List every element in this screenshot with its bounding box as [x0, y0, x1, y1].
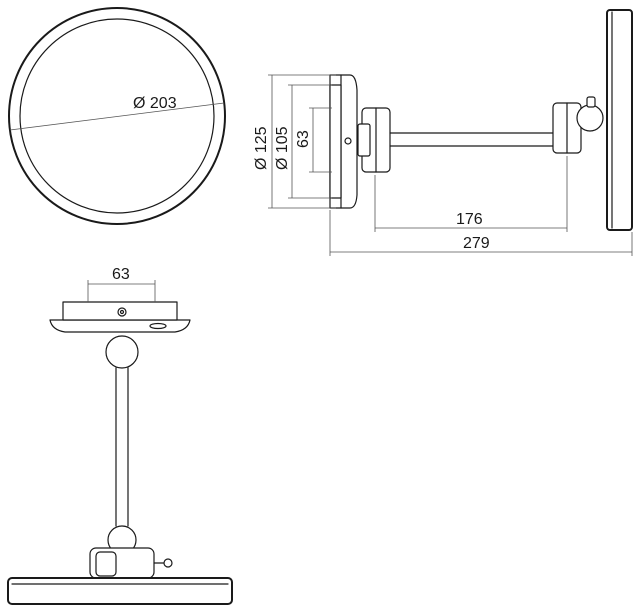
- front-view-mirror: Ø 203: [8, 7, 226, 225]
- dim-105-label: Ø 105: [274, 126, 291, 170]
- bottom-joint-pin-head: [163, 558, 173, 568]
- top-view: 63: [7, 266, 233, 605]
- mirror-joint-ball: [576, 104, 604, 132]
- bottom-mirror-edge: [7, 577, 233, 605]
- bottom-joint-knuckle: [95, 551, 117, 577]
- dim-125-label: Ø 125: [253, 126, 270, 170]
- dim-279-label: 279: [463, 235, 490, 252]
- top-plate-screw: [117, 307, 127, 317]
- top-plate-boss: [62, 301, 178, 321]
- wall-joint-knuckle: [357, 123, 371, 157]
- mirror-diameter-line: [9, 102, 225, 131]
- top-plate: [49, 319, 191, 333]
- dim-63-top-label: 63: [112, 266, 130, 283]
- mirror-profile: [606, 9, 633, 231]
- top-joint-ball: [105, 335, 139, 369]
- dim-176-label: 176: [456, 211, 483, 228]
- side-view: Ø 125 Ø 105 63 176 279: [253, 9, 633, 256]
- top-plate-screw-inner: [119, 309, 125, 315]
- mirror-joint-knob: [586, 96, 596, 108]
- mirror-diameter-label: Ø 203: [133, 95, 177, 112]
- dim-63-side-label: 63: [295, 130, 312, 148]
- wall-plate-screw: [344, 137, 352, 145]
- wall-plate-inner-boss: [329, 84, 342, 199]
- top-plate-slot: [149, 322, 167, 330]
- mirror-outer-rim: [8, 7, 226, 225]
- mirror-inner-glass: [19, 18, 215, 214]
